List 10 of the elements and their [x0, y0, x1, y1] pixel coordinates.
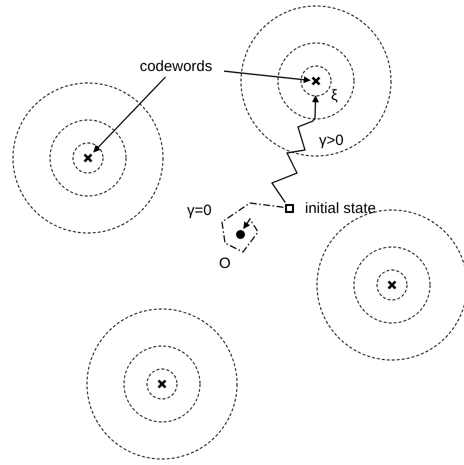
arrow — [271, 95, 319, 203]
arrow — [224, 70, 311, 84]
label-text: codewords — [129, 56, 223, 76]
arrow — [93, 76, 166, 152]
dash-dot-arrow — [221, 202, 284, 253]
node-caption: O — [219, 256, 231, 271]
edge-label: γ>0 — [318, 133, 345, 148]
symbol-label: ξ — [331, 88, 338, 103]
edge-label: γ=0 — [186, 203, 213, 218]
node-caption: initial state — [305, 201, 376, 216]
